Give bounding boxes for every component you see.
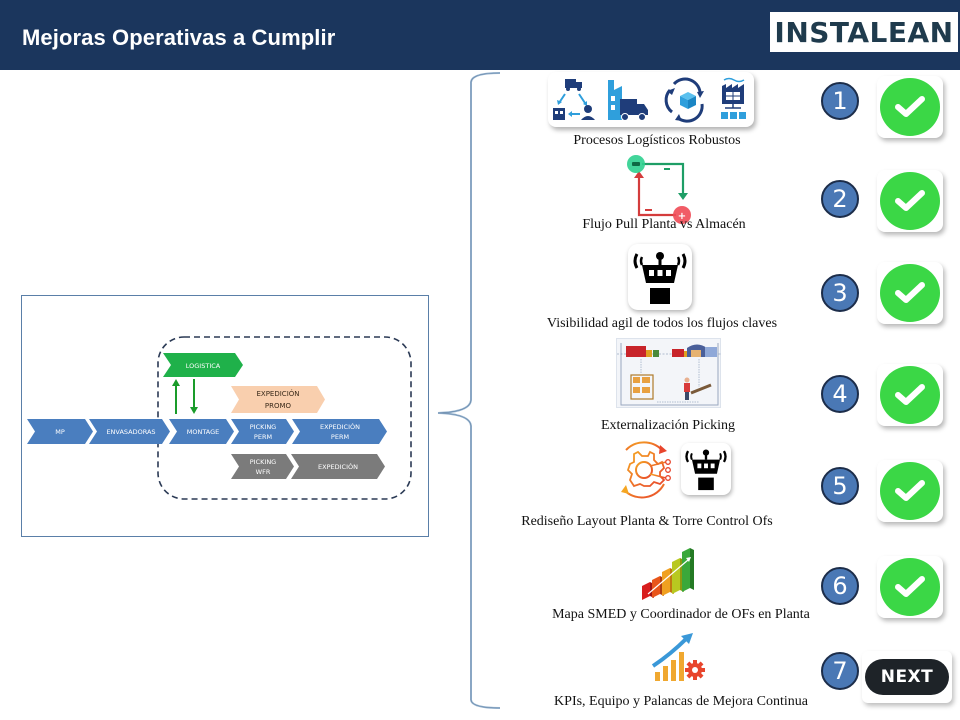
- check-icon: [880, 78, 940, 136]
- control-tower-icon: [628, 244, 692, 310]
- chevron-picking-wfr-label-2: WFR: [256, 468, 271, 476]
- chevron-expedicion-promo-label-1: EXPEDICIÓN: [256, 389, 299, 398]
- chevron-logistica: [163, 353, 243, 377]
- logo-text: INSTALEAN: [774, 15, 954, 49]
- status-check-5: [877, 460, 943, 522]
- gear-redesign-icon: [621, 441, 671, 499]
- step-number-5: 5: [821, 467, 859, 505]
- chevron-picking-perm-label-2: PERM: [254, 433, 272, 441]
- chevron-envasadoras-label: ENVASADORAS: [106, 428, 155, 436]
- step-number-6: 6: [821, 567, 859, 605]
- step-number-3: 3: [821, 274, 859, 312]
- logistics-icons-strip: [548, 72, 754, 127]
- item-2-label: Flujo Pull Planta vs Almacén: [582, 217, 746, 232]
- status-check-4: [877, 364, 943, 426]
- page-title: Mejoras Operativas a Cumplir: [22, 25, 336, 50]
- chevron-montage-label: MONTAGE: [187, 428, 220, 436]
- chevron-expedicion: [291, 454, 385, 479]
- factory-truck-icon: [608, 80, 648, 121]
- supply-chain-icon: [553, 79, 595, 120]
- chevron-montage: [169, 419, 234, 444]
- chevron-expedicion-perm-label-1: EXPEDICIÓN: [320, 422, 360, 431]
- status-check-6: [877, 556, 943, 618]
- step-number-4: 4: [821, 375, 859, 413]
- header-bar: Mejoras Operativas a Cumplir INSTALEAN: [0, 0, 960, 70]
- check-icon: [880, 172, 940, 230]
- chevron-expedicion-perm: [292, 419, 387, 444]
- chevron-picking-perm-label-1: PICKING: [250, 423, 276, 431]
- next-tile: NEXT: [862, 651, 952, 703]
- pull-flow-icon: +: [627, 155, 691, 224]
- warehouse-picking-illustration: [616, 338, 722, 408]
- check-icon: [880, 366, 940, 424]
- step-number-2: 2: [821, 180, 859, 218]
- arrow-down-icon: [190, 407, 198, 414]
- item-6-label: Mapa SMED y Coordinador de OFs en Planta: [552, 607, 810, 622]
- svg-text:+: +: [678, 211, 686, 222]
- step-number-1: 1: [821, 82, 859, 120]
- status-check-2: [877, 170, 943, 232]
- check-icon: [880, 264, 940, 322]
- item-4-label: Externalización Picking: [600, 418, 736, 433]
- next-button[interactable]: NEXT: [865, 659, 949, 695]
- process-flow-svg: MP ENVASADORAS MONTAGE PICKING PERM EXPE…: [27, 336, 412, 500]
- instalean-logo: INSTALEAN: [770, 12, 958, 52]
- cycle-box-icon: [664, 77, 704, 123]
- step-number-7: 7: [821, 652, 859, 690]
- chevron-mp-label: MP: [55, 428, 65, 436]
- chevron-mp: [27, 419, 93, 444]
- item-5-label: Rediseño Layout Planta & Torre Control O…: [521, 514, 773, 529]
- chevron-picking-wfr: [231, 454, 294, 479]
- control-tower-small-icon: [681, 443, 731, 495]
- dashed-scope-region: [157, 336, 412, 500]
- item-1-label: Procesos Logísticos Robustos: [573, 133, 741, 148]
- chevron-envasadoras: [89, 419, 170, 444]
- chevron-logistica-label: LOGISTICA: [186, 362, 221, 370]
- arrow-up-icon: [172, 379, 180, 386]
- item-3-label: Visibilidad agil de todos los flujos cla…: [546, 316, 778, 331]
- check-icon: [880, 558, 940, 616]
- chevron-picking-perm: [231, 419, 294, 444]
- chevron-expedicion-promo: [231, 386, 325, 413]
- check-icon: [880, 462, 940, 520]
- status-check-1: [877, 76, 943, 138]
- chevron-expedicion-perm-label-2: PERM: [331, 433, 349, 441]
- chevron-expedicion-label: EXPEDICIÓN: [318, 462, 358, 471]
- process-flow-diagram: MP ENVASADORAS MONTAGE PICKING PERM EXPE…: [21, 295, 429, 537]
- distribution-factory-icon: [721, 77, 746, 119]
- chevron-picking-wfr-label-1: PICKING: [250, 458, 276, 466]
- status-check-3: [877, 262, 943, 324]
- bar-growth-chart-icon: [642, 548, 694, 600]
- kpi-growth-gear-icon: [651, 633, 705, 681]
- chevron-expedicion-promo-label-2: PROMO: [265, 402, 292, 410]
- item-7-label: KPIs, Equipo y Palancas de Mejora Contin…: [554, 694, 808, 709]
